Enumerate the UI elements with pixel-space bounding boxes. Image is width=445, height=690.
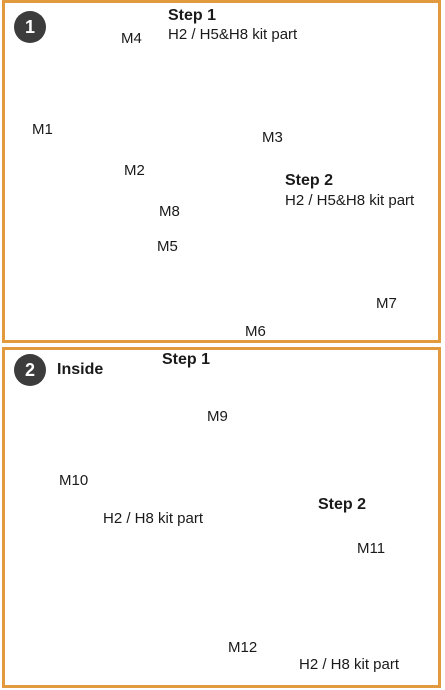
panel-2-step1-kit: H2 / H8 kit part [103, 510, 204, 527]
label-m1: M1 [32, 121, 53, 138]
label-m9: M9 [207, 408, 228, 425]
panel-1-step1-title: Step 1 [168, 7, 217, 24]
panel-2-heading: Inside [57, 361, 104, 378]
label-m8: M8 [159, 203, 180, 220]
panel-step-2 [2, 347, 441, 688]
label-m4: M4 [121, 30, 142, 47]
label-m11: M11 [357, 540, 386, 557]
panel-1-step1-kit: H2 / H5&H8 kit part [168, 26, 298, 43]
label-m2: M2 [124, 162, 145, 179]
label-m10: M10 [59, 472, 89, 489]
panel-2-step1-title: Step 1 [162, 351, 211, 368]
label-m12: M12 [228, 639, 258, 656]
label-m3: M3 [262, 129, 283, 146]
panel-step-1 [2, 0, 441, 343]
panel-1-step2-kit: H2 / H5&H8 kit part [285, 192, 415, 209]
label-m5: M5 [157, 238, 178, 255]
label-m6: M6 [245, 323, 266, 340]
panel-1-step2-title: Step 2 [285, 172, 334, 189]
label-m7: M7 [376, 295, 397, 312]
panel-2-step2-kit: H2 / H8 kit part [299, 656, 400, 673]
panel-1-badge: 1 [14, 11, 46, 43]
panel-2-badge: 2 [14, 354, 46, 386]
panel-2-step2-title: Step 2 [318, 496, 367, 513]
